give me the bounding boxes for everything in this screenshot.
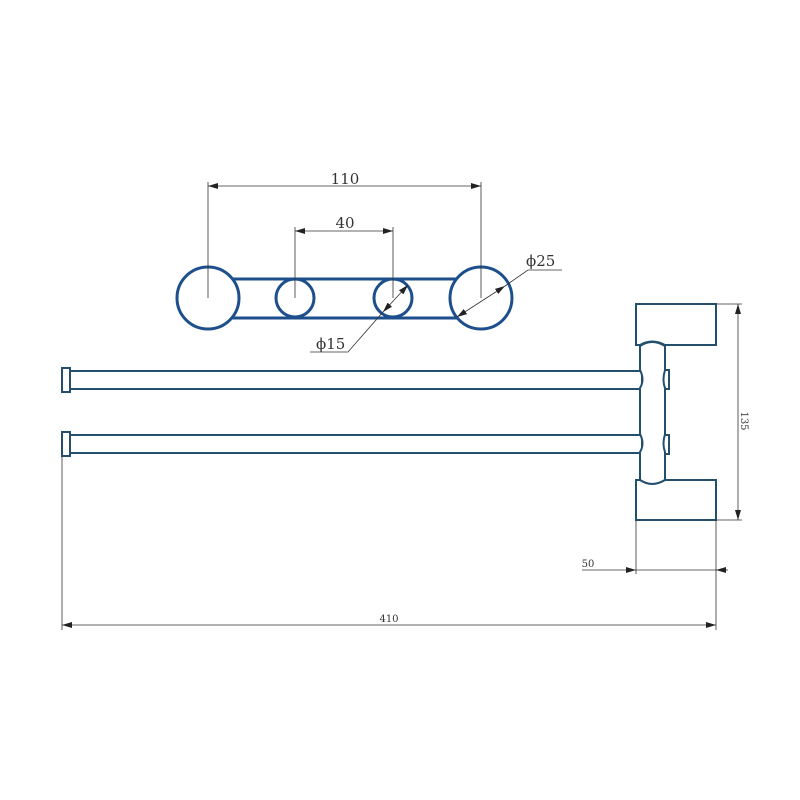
top-view-dimensions xyxy=(207,182,562,353)
towel-bar-lower xyxy=(69,434,643,454)
swivel-column xyxy=(639,341,666,485)
pivot-knob-lower xyxy=(665,434,670,455)
pivot-knob-upper xyxy=(665,369,670,390)
dim-label-135: 135 xyxy=(738,411,749,430)
end-cap-upper xyxy=(61,367,71,393)
wall-mount-lower xyxy=(635,479,717,521)
dim-label-phi15: ϕ15 xyxy=(316,335,345,353)
side-view xyxy=(61,303,717,521)
dim-label-phi25: ϕ25 xyxy=(526,252,555,270)
towel-bar-upper xyxy=(69,370,643,390)
dim-label-40: 40 xyxy=(335,214,354,232)
dim-line-phi25 xyxy=(456,285,506,318)
dim-label-410: 410 xyxy=(379,614,398,625)
dim-label-110: 110 xyxy=(331,170,360,188)
side-view-dimensions xyxy=(61,303,742,630)
dim-label-50: 50 xyxy=(582,559,595,570)
wall-mount-upper xyxy=(635,303,717,346)
end-cap-lower xyxy=(61,431,71,457)
dim-line-phi15 xyxy=(382,284,409,313)
top-view xyxy=(175,265,514,331)
